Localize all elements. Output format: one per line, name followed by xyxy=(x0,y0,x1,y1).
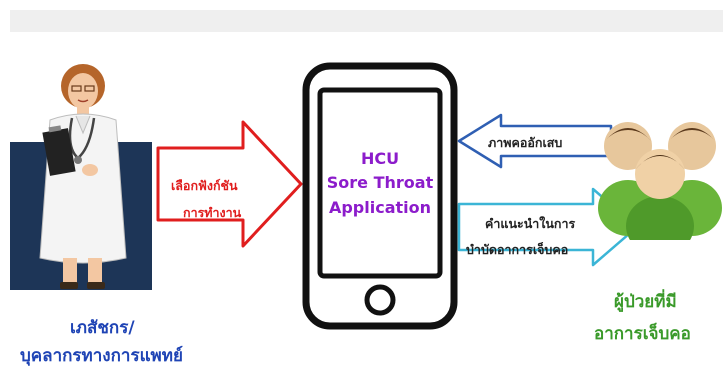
patients-label-line1: ผู้ป่วยที่มี xyxy=(614,292,677,312)
patients-label-line2: อาการเจ็บคอ xyxy=(594,324,691,344)
patients-group-icon xyxy=(598,122,722,240)
doctor-illustration xyxy=(39,64,127,289)
treatment-advice-line2: บำบัดอาการเจ็บคอ xyxy=(466,242,569,257)
throat-image-label: ภาพคออักเสบ xyxy=(488,135,563,150)
treatment-advice-arrow xyxy=(457,187,639,267)
app-title-line1: HCU xyxy=(360,149,400,168)
smartphone-icon xyxy=(302,62,458,330)
select-function-line2: การทำงาน xyxy=(183,205,242,220)
treatment-advice-line1: คำแนะนำในการ xyxy=(485,216,576,231)
select-function-line1: เลือกฟังก์ชัน xyxy=(171,178,238,193)
pharmacist-label-line1: เภสัชกร/ xyxy=(70,318,135,338)
header-bar xyxy=(10,10,723,32)
throat-image-arrow xyxy=(457,113,613,169)
app-title-line3: Application xyxy=(328,198,432,217)
app-title-line2: Sore Throat xyxy=(326,173,434,192)
select-function-arrow xyxy=(156,120,303,248)
pharmacist-label-line2: บุคลากรทางการแพทย์ xyxy=(20,346,183,366)
